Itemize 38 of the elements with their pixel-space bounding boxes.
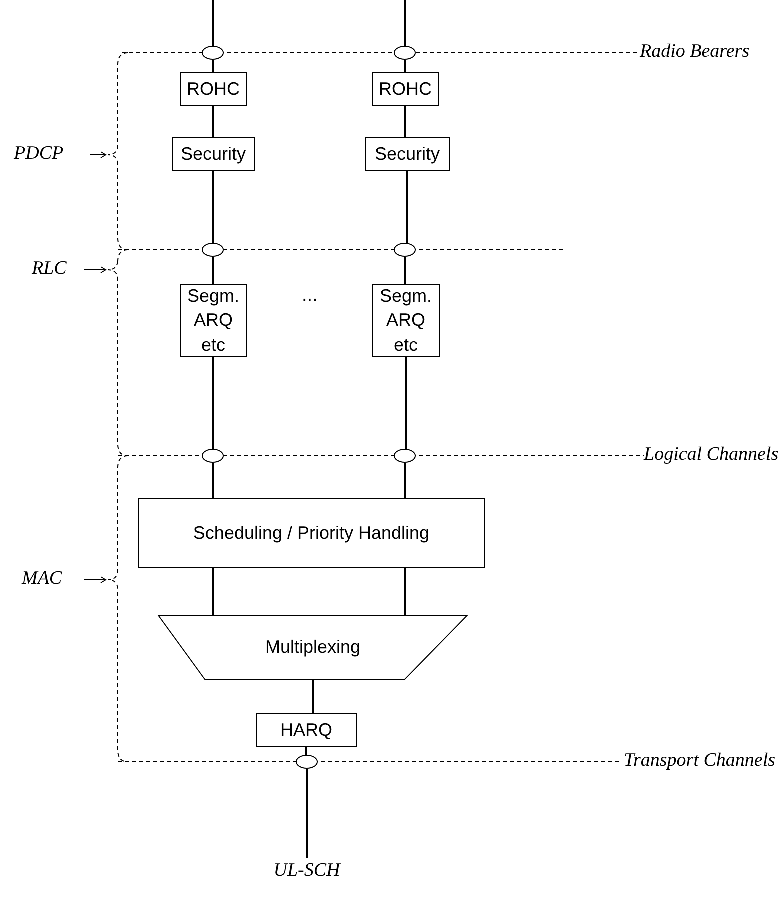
ellipsis-text: ... xyxy=(302,286,318,307)
process-box: Security xyxy=(365,137,450,171)
connector-line xyxy=(212,463,214,498)
channel-ellipse xyxy=(394,243,416,257)
connector-line xyxy=(212,568,214,615)
connector-line xyxy=(405,357,407,449)
multiplexer-trapezoid: Multiplexing xyxy=(158,615,468,680)
connector-line xyxy=(404,106,406,137)
process-box: Scheduling / Priority Handling xyxy=(138,498,485,568)
connector-line xyxy=(212,257,214,284)
channel-ellipse xyxy=(296,755,318,769)
connector-line xyxy=(404,257,406,284)
channel-ellipse xyxy=(202,449,224,463)
channel-ellipse xyxy=(394,46,416,60)
connector-line xyxy=(312,680,314,713)
channel-ellipse xyxy=(202,46,224,60)
connector-line xyxy=(404,0,406,46)
process-box: ROHC xyxy=(180,72,247,106)
process-box: HARQ xyxy=(256,713,357,747)
connector-line xyxy=(212,0,214,46)
process-box: Segm. ARQ etc xyxy=(372,284,440,357)
connector-line xyxy=(404,463,406,498)
connector-line xyxy=(212,106,214,137)
process-box: Segm. ARQ etc xyxy=(180,284,247,357)
connector-line xyxy=(306,769,308,858)
connector-line xyxy=(212,60,214,72)
channel-ellipse xyxy=(202,243,224,257)
process-box: ROHC xyxy=(372,72,439,106)
connector-line xyxy=(212,171,214,243)
connector-line xyxy=(212,357,214,449)
connector-line xyxy=(406,171,408,243)
layer-label: Logical Channels xyxy=(644,445,779,466)
connector-line xyxy=(404,568,406,615)
connector-line xyxy=(306,747,308,755)
layer-label: Transport Channels xyxy=(624,751,776,772)
connector-line xyxy=(404,60,406,72)
channel-ellipse xyxy=(394,449,416,463)
process-box: Security xyxy=(172,137,255,171)
